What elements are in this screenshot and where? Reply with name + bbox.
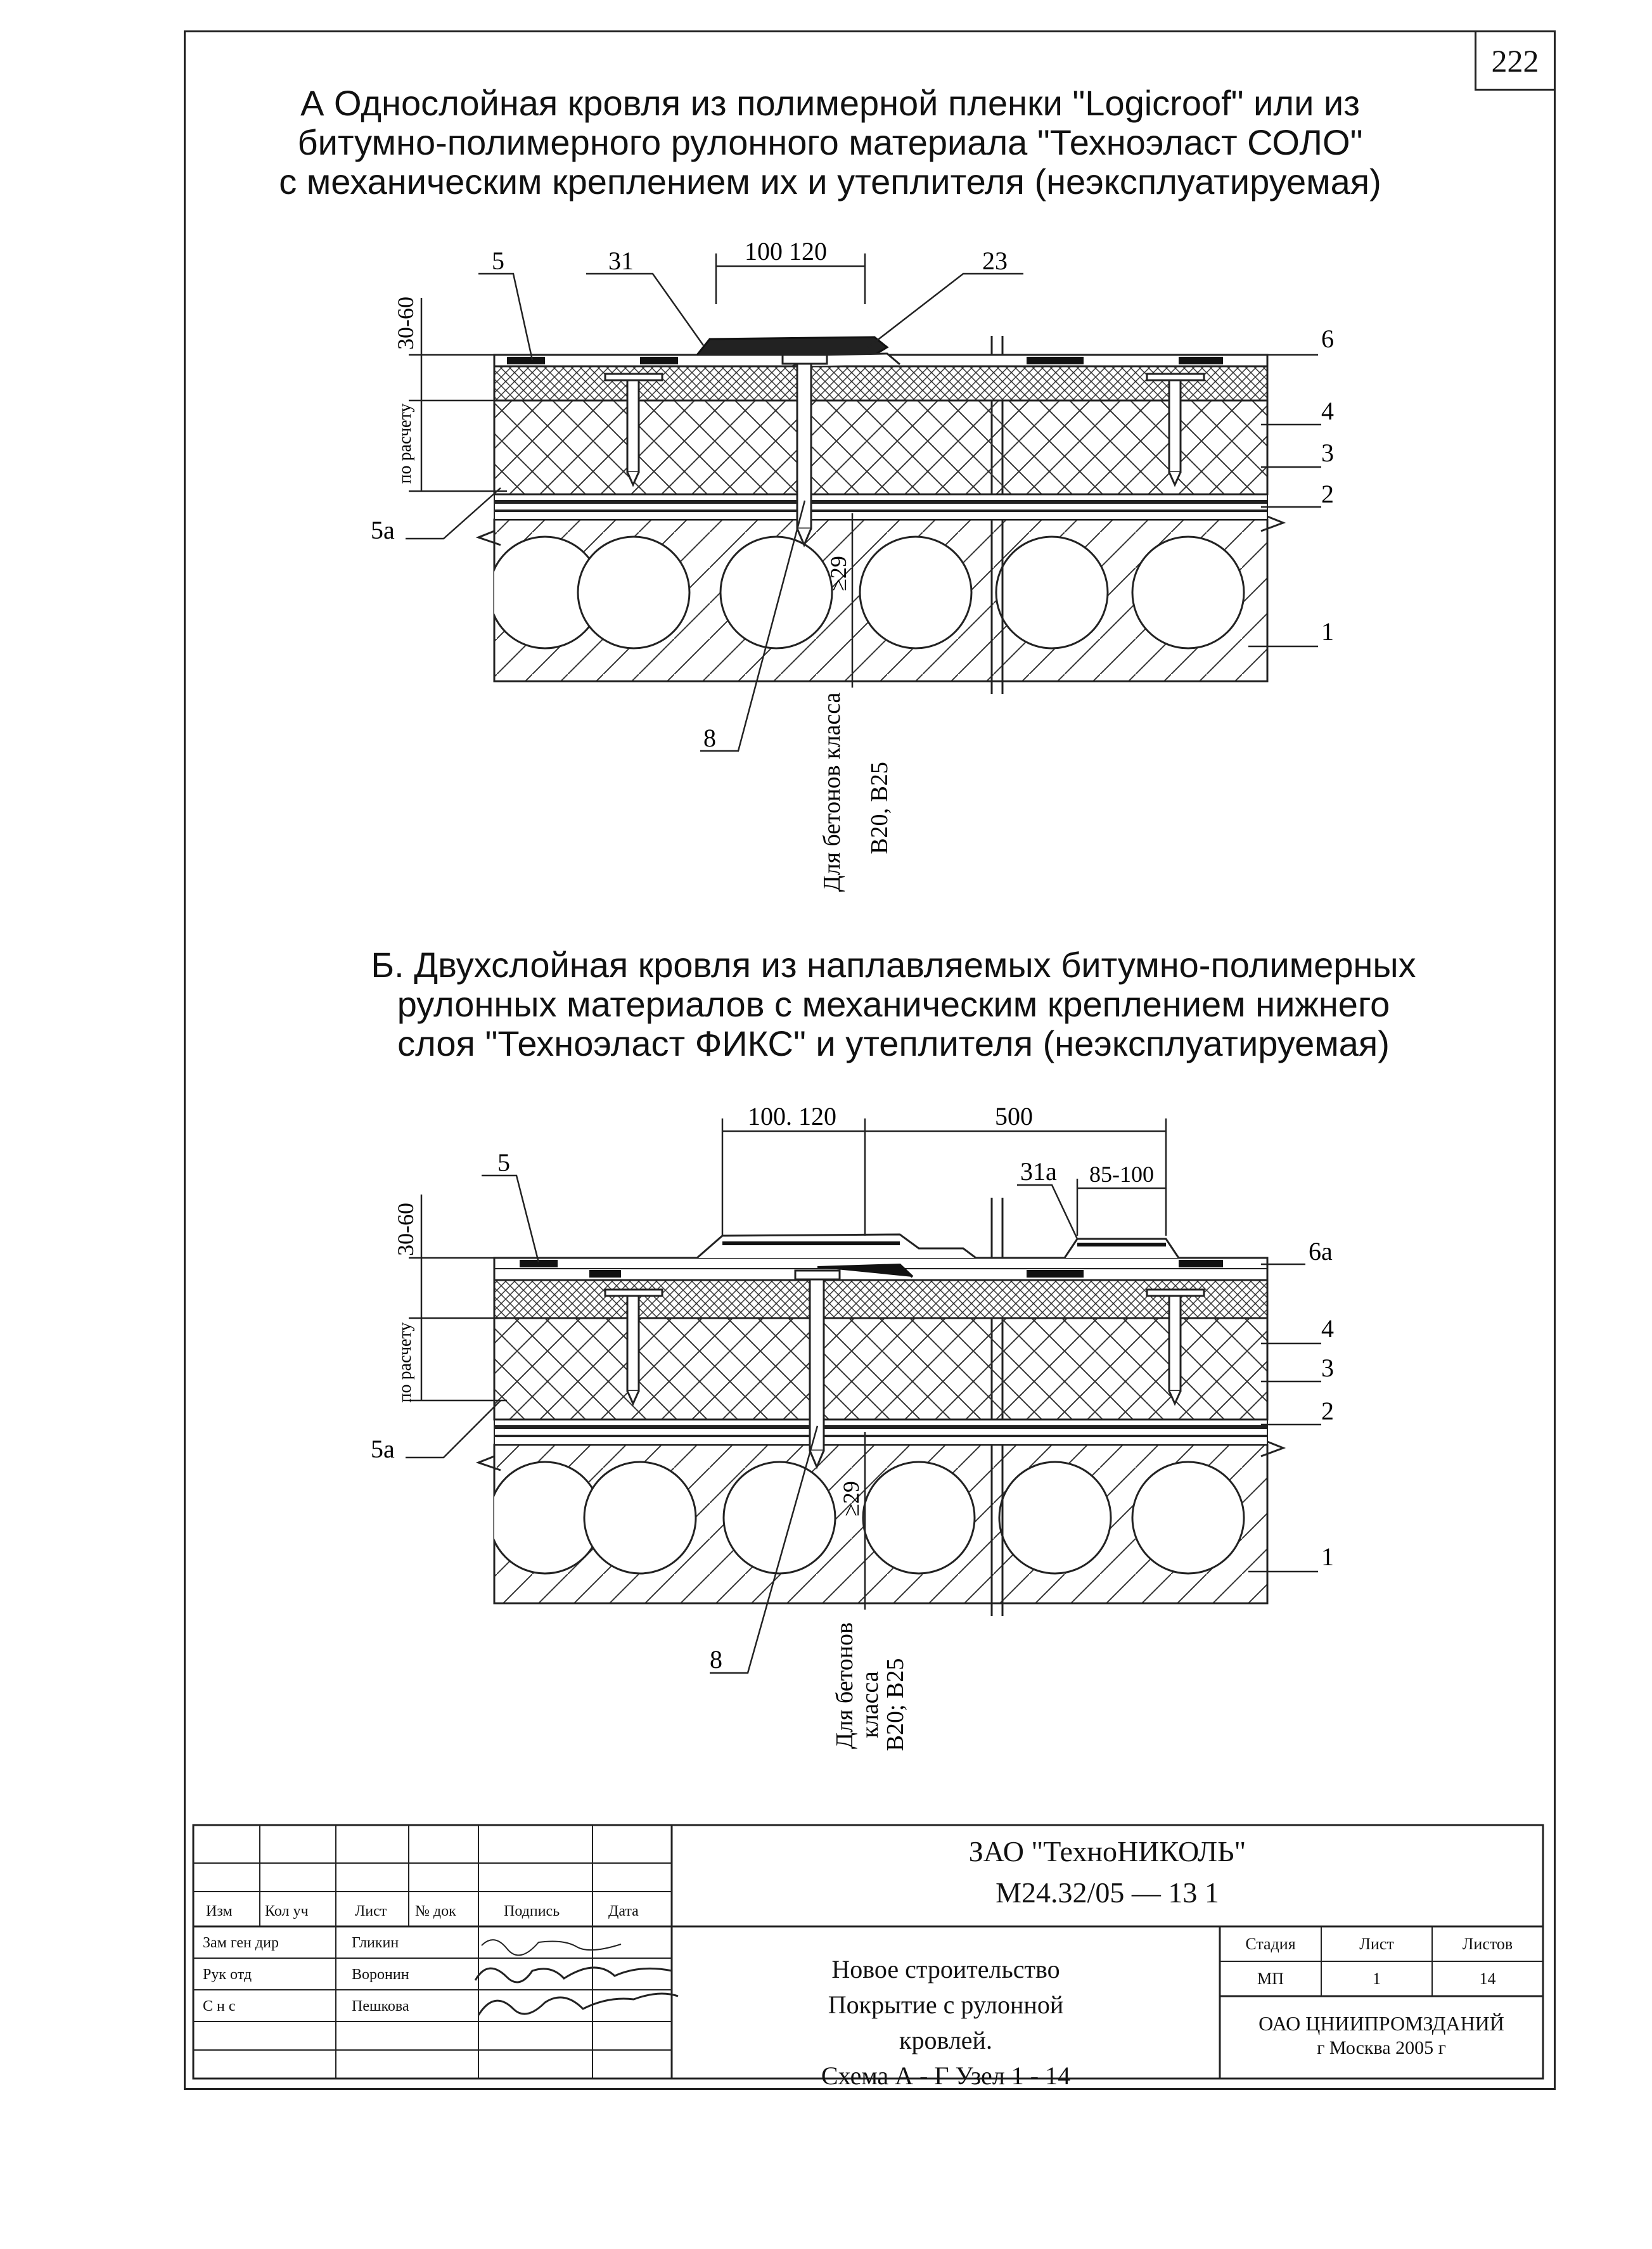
section-a-title: А Однослойная кровля из полимерной пленк… bbox=[228, 84, 1432, 202]
vapor-barrier-layers bbox=[494, 494, 1268, 520]
sheet-number: 222 bbox=[1475, 30, 1556, 91]
drawing-frame bbox=[184, 30, 1556, 2090]
doc-code: М24.32/05 — 13 1 bbox=[996, 1876, 1219, 1909]
callout-leaders bbox=[406, 272, 1321, 752]
dim-29: ≥29 bbox=[826, 556, 851, 591]
header-podpis: Подпись bbox=[504, 1903, 560, 1919]
name-1: Гликин bbox=[352, 1935, 399, 1951]
header-data: Дата bbox=[608, 1903, 639, 1919]
callout-leaders bbox=[406, 1174, 1321, 1674]
section-a-title-line: с механическим креплением их и утеплител… bbox=[279, 162, 1381, 202]
header-izm: Изм bbox=[206, 1903, 233, 1919]
callout-3: 3 bbox=[1321, 1354, 1334, 1382]
callout-5a: 5а bbox=[371, 1435, 395, 1463]
dim-vertical-top: 30-60 bbox=[393, 1203, 418, 1256]
signatures bbox=[474, 1939, 679, 2016]
hollow-core-slab bbox=[475, 1440, 1286, 1605]
section-b-title-line: Б. Двухслойная кровля из наплавляемых би… bbox=[371, 945, 1416, 985]
concrete-note-line1: Для бетонов класса bbox=[819, 692, 845, 892]
dim-vertical-calc: по расчету bbox=[395, 404, 415, 484]
dim-29: ≥29 bbox=[838, 1481, 864, 1516]
list-value: 1 bbox=[1373, 1970, 1381, 1988]
callout-2: 2 bbox=[1321, 1397, 1334, 1425]
fasteners bbox=[604, 1269, 1205, 1470]
header-list: Лист bbox=[355, 1903, 387, 1919]
name-3: Пешкова bbox=[352, 1998, 409, 2015]
insulation-layer bbox=[493, 1317, 1269, 1421]
callout-8: 8 bbox=[703, 724, 716, 752]
insulation-layer bbox=[493, 399, 1269, 496]
concrete-note-line3: В20; В25 bbox=[882, 1658, 909, 1752]
section-b-drawing: 100. 120 500 85-100 30-60 по расчету ≥29… bbox=[371, 1102, 1334, 1752]
organization-city-year: г Москва 2005 г bbox=[1317, 2037, 1446, 2058]
callout-1: 1 bbox=[1321, 617, 1334, 646]
callout-3: 3 bbox=[1321, 439, 1334, 467]
callout-5: 5 bbox=[497, 1148, 510, 1177]
dim-vertical-calc: по расчету bbox=[395, 1323, 415, 1403]
role-2: Рук отд bbox=[203, 1966, 252, 1983]
callout-4: 4 bbox=[1321, 397, 1334, 425]
section-b-title-line: слоя "Техноэласт ФИКС" и утеплителя (неэ… bbox=[397, 1023, 1390, 1063]
hollow-core-slab bbox=[475, 515, 1286, 682]
callout-2: 2 bbox=[1321, 480, 1334, 508]
section-a-drawing: 100 120 30-60 по расчету ≥29 5 31 23 6 4… bbox=[371, 237, 1334, 892]
role-1: Зам ген дир bbox=[203, 1935, 279, 1951]
dim-vertical-top: 30-60 bbox=[393, 297, 418, 350]
dimension-top-left-text: 100. 120 bbox=[748, 1102, 836, 1131]
description-line: Новое строительство bbox=[831, 1955, 1060, 1983]
callout-8: 8 bbox=[710, 1645, 722, 1674]
section-a-title-line: битумно-полимерного рулонного материала … bbox=[297, 122, 1363, 162]
dimension-top-right-text: 500 bbox=[995, 1102, 1033, 1131]
concrete-note-line2: класса bbox=[857, 1671, 883, 1738]
callout-31a: 31а bbox=[1020, 1157, 1057, 1186]
dimension-lines bbox=[409, 253, 866, 688]
callout-1: 1 bbox=[1321, 1542, 1334, 1571]
section-b-title: Б. Двухслойная кровля из наплавляемых би… bbox=[291, 945, 1495, 1063]
listov-header: Листов bbox=[1462, 1935, 1513, 1953]
roof-membrane-two-layer bbox=[493, 1233, 1269, 1281]
dimension-top-text: 100 120 bbox=[745, 237, 827, 266]
roof-membrane bbox=[493, 336, 1269, 368]
callout-6a: 6а bbox=[1309, 1237, 1333, 1265]
description: Новое строительство Покрытие с рулонной … bbox=[672, 1952, 1220, 2094]
callout-5a: 5а bbox=[371, 516, 395, 544]
section-a-title-line: А Однослойная кровля из полимерной пленк… bbox=[300, 83, 1360, 123]
list-header: Лист bbox=[1359, 1935, 1394, 1953]
callout-5: 5 bbox=[492, 247, 504, 275]
header-ndok: № док bbox=[415, 1903, 456, 1919]
description-line: кровлей. bbox=[899, 2026, 992, 2054]
company-name: ЗАО "ТехноНИКОЛЬ" bbox=[968, 1835, 1246, 1868]
name-2: Воронин bbox=[352, 1966, 409, 1983]
header-kol: Кол уч bbox=[265, 1903, 309, 1919]
stage-header: Стадия bbox=[1245, 1935, 1296, 1953]
fasteners bbox=[604, 354, 1205, 548]
insulation-top-layer bbox=[493, 1279, 1269, 1319]
description-line: Схема А - Г Узел 1 - 14 bbox=[821, 2061, 1071, 2090]
stage-value: МП bbox=[1257, 1970, 1284, 1988]
role-3: С н с bbox=[203, 1998, 236, 2015]
section-b-title-line: рулонных материалов с механическим крепл… bbox=[397, 984, 1390, 1024]
listov-value: 14 bbox=[1479, 1970, 1496, 1988]
organization-name: ОАО ЦНИИПРОМЗДАНИЙ bbox=[1258, 2012, 1504, 2035]
callout-4: 4 bbox=[1321, 1314, 1334, 1343]
callout-23: 23 bbox=[982, 247, 1008, 275]
dimension-small-text: 85-100 bbox=[1089, 1162, 1154, 1187]
dimension-lines bbox=[409, 1118, 1167, 1610]
concrete-note-line1: Для бетонов bbox=[831, 1622, 858, 1749]
description-line: Покрытие с рулонной bbox=[828, 1990, 1064, 2019]
callout-31: 31 bbox=[608, 247, 634, 275]
callout-6: 6 bbox=[1321, 324, 1334, 353]
concrete-note-line2: В20, В25 bbox=[866, 762, 893, 854]
